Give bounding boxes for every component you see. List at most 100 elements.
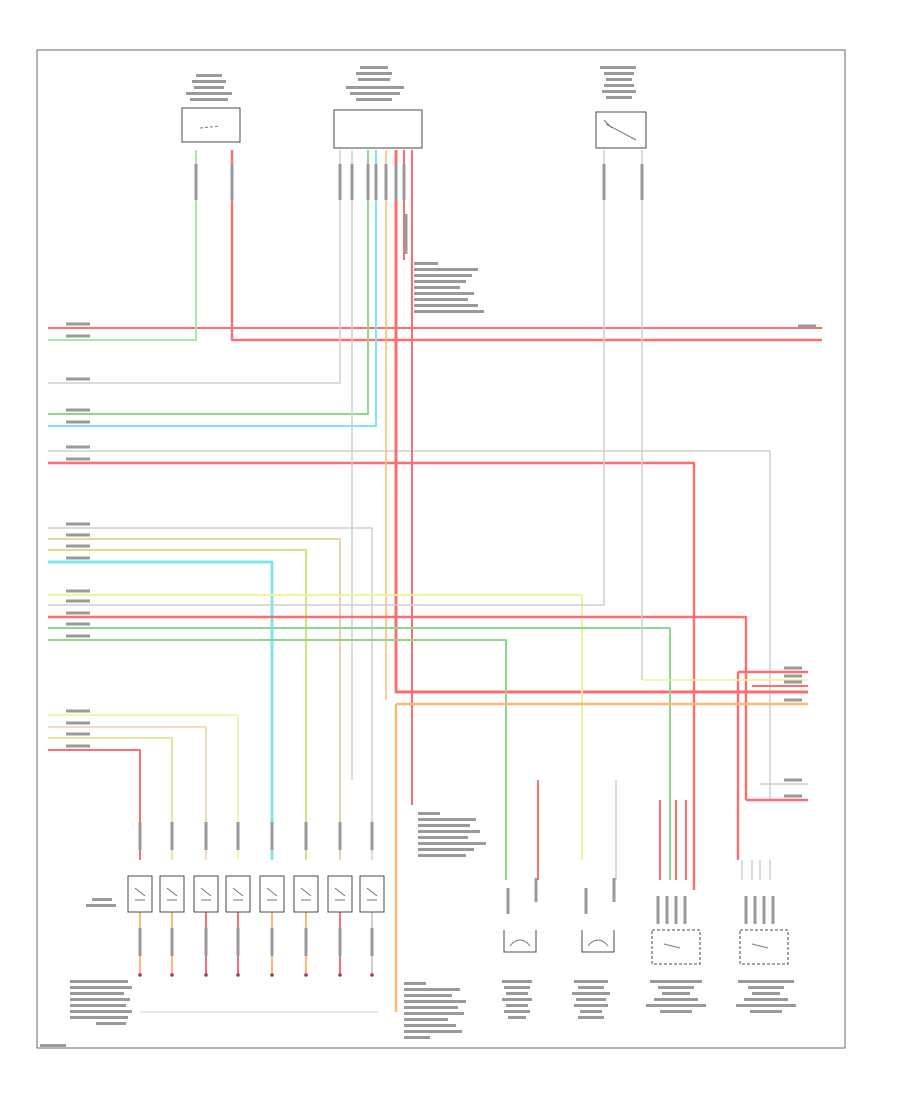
switch-symbol-icon xyxy=(200,887,212,901)
wire-label xyxy=(784,674,802,678)
wire-layer xyxy=(48,150,822,1013)
fuse-relay-box xyxy=(327,875,353,913)
switch-symbol-icon xyxy=(232,887,244,901)
wire-label xyxy=(270,822,274,850)
fuse-relay-box xyxy=(127,875,153,913)
wire-label xyxy=(170,822,174,850)
wire-label xyxy=(370,822,374,850)
wire-label xyxy=(236,928,240,956)
wire-label xyxy=(404,214,408,254)
wire xyxy=(48,737,173,860)
ground-dot-icon xyxy=(236,973,240,977)
wire xyxy=(48,450,771,800)
wire-label xyxy=(66,322,90,326)
wire-label xyxy=(762,896,766,924)
fuse-relay-box xyxy=(359,875,385,913)
wire-label xyxy=(304,928,308,956)
wire-label xyxy=(506,888,510,914)
wire-label xyxy=(374,164,378,200)
wire xyxy=(48,627,671,880)
wire-label xyxy=(784,794,802,798)
wire xyxy=(48,560,274,860)
wire-label xyxy=(204,928,208,956)
wire xyxy=(48,594,583,860)
wire xyxy=(48,150,605,606)
wire-label xyxy=(194,164,198,200)
wire-label xyxy=(138,822,142,850)
wire-label xyxy=(665,896,669,924)
wire xyxy=(48,726,207,860)
wire-label xyxy=(338,928,342,956)
wire-label xyxy=(683,896,687,924)
upper-note-block xyxy=(414,262,484,313)
fuse-relay-box xyxy=(259,875,285,913)
wire-label xyxy=(384,164,388,200)
fuse-relay-box xyxy=(193,875,219,913)
wire-label xyxy=(370,928,374,956)
switch-symbol-icon xyxy=(166,887,178,901)
wire-label xyxy=(66,599,90,603)
ground-dot-icon xyxy=(138,973,142,977)
wire-label xyxy=(304,822,308,850)
wire-label xyxy=(66,721,90,725)
wire xyxy=(48,150,377,427)
fuse-relay-box xyxy=(225,875,251,913)
center-module-component xyxy=(333,66,423,149)
lower-note-block xyxy=(418,812,486,857)
wire xyxy=(48,150,197,341)
wire-label xyxy=(640,164,644,200)
ground-dot-icon xyxy=(204,973,208,977)
wire-label xyxy=(584,888,588,914)
switch-symbol-icon xyxy=(266,887,278,901)
wire-label xyxy=(798,324,816,328)
wire-label xyxy=(784,680,802,684)
switch-symbol-icon xyxy=(334,887,346,901)
wire-label xyxy=(236,822,240,850)
sensor-symbol-icon xyxy=(503,930,537,953)
component-layer xyxy=(66,164,816,977)
wire xyxy=(48,639,507,880)
ground-dot-icon xyxy=(270,973,274,977)
sensor-symbol-icon xyxy=(509,939,531,947)
wire xyxy=(48,615,748,800)
switch-symbol-icon xyxy=(300,887,312,901)
diagram-frame xyxy=(36,49,846,1049)
wire-label xyxy=(674,896,678,924)
wire-label xyxy=(66,334,90,338)
wire-label xyxy=(366,164,370,200)
wire-label xyxy=(270,928,274,956)
wire xyxy=(48,538,341,860)
ground-dot-icon xyxy=(338,973,342,977)
wire-label xyxy=(602,164,606,200)
wire-label xyxy=(350,164,354,200)
wire-label xyxy=(784,666,802,670)
right-switch-component xyxy=(595,66,647,149)
wire xyxy=(230,150,822,342)
wire-label xyxy=(771,896,775,924)
wire-label xyxy=(204,822,208,850)
wire-label xyxy=(66,533,90,537)
wire-label xyxy=(784,698,802,702)
wire-label xyxy=(66,544,90,548)
wire-label xyxy=(66,744,90,748)
wire-label xyxy=(656,896,660,924)
wire-label xyxy=(230,164,234,200)
wire-label xyxy=(66,611,90,615)
ground-dot-icon xyxy=(370,973,374,977)
fuse-block-label xyxy=(86,898,116,907)
wire-label xyxy=(612,878,616,902)
wire-label xyxy=(138,928,142,956)
wire-label xyxy=(66,589,90,593)
wire-label xyxy=(753,896,757,924)
wire-label xyxy=(170,928,174,956)
page-tag xyxy=(40,1044,66,1047)
wire xyxy=(48,461,696,890)
wire xyxy=(48,714,239,860)
wire-label xyxy=(66,445,90,449)
wire-label xyxy=(66,408,90,412)
switch-symbol-icon xyxy=(366,887,378,901)
wire xyxy=(48,150,341,384)
switch-symbol-icon xyxy=(663,943,681,949)
wire-label xyxy=(66,634,90,638)
fuse-relay-box xyxy=(293,875,319,913)
